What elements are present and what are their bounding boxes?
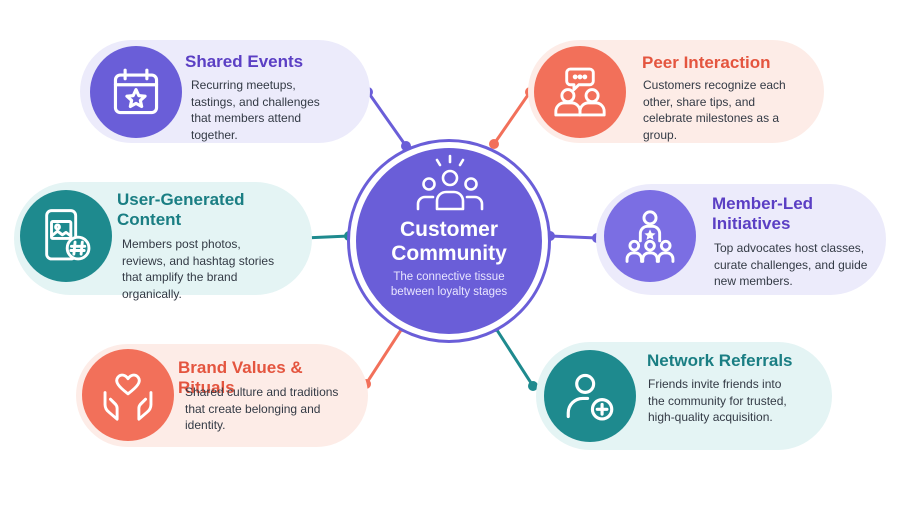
connector-peer-interaction — [492, 91, 532, 145]
card-title: Shared Events — [185, 52, 304, 71]
connector-brand-values — [364, 326, 405, 385]
calendar-star-icon — [90, 46, 182, 138]
hub-title: Customer Community — [391, 218, 507, 265]
card-description: Top advocates host classes, curate chall… — [714, 241, 868, 288]
card-title: Brand Values & Rituals — [178, 358, 303, 397]
card-title: Peer Interaction — [642, 53, 771, 72]
phone-photo-hashtag-icon — [20, 190, 112, 282]
connector-dot — [489, 139, 499, 149]
user-plus-icon — [544, 350, 636, 442]
card-title: User-Generated Content — [117, 190, 245, 229]
card-title: Network Referrals — [647, 351, 793, 370]
connector-shared-events — [366, 91, 408, 147]
hub-subtitle: The connective tissue between loyalty st… — [390, 271, 508, 298]
card-description: Customers recognize each other, share ti… — [643, 78, 786, 142]
card-description: Shared culture and traditions that creat… — [185, 385, 339, 432]
card-description: Friends invite friends into the communit… — [648, 377, 787, 424]
card-description: Members post photos, reviews, and hashta… — [122, 237, 275, 301]
hub-circle — [356, 148, 542, 334]
card-description: Recurring meetups, tastings, and challen… — [191, 78, 320, 142]
card-title: Member-Led Initiatives — [712, 194, 814, 233]
connector-network-referrals — [493, 326, 535, 387]
connector-dot — [528, 381, 538, 391]
community-group-icon — [416, 154, 484, 211]
leader-group-icon — [604, 190, 696, 282]
connector-member-led — [549, 234, 598, 240]
people-chat-icon — [534, 46, 626, 138]
hands-heart-icon — [82, 349, 174, 441]
